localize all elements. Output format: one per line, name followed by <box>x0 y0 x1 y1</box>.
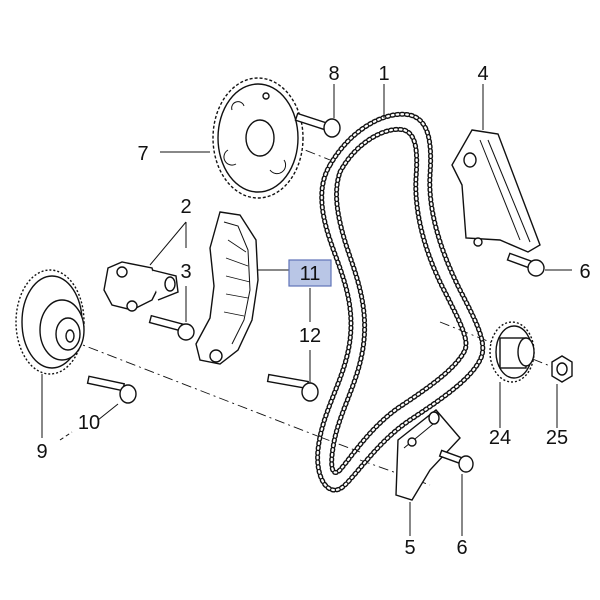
chain-guide-lower <box>395 409 461 501</box>
callout-12: 12 <box>299 325 321 347</box>
bolt-3 <box>148 314 195 341</box>
crankshaft-gear <box>15 269 85 375</box>
callout-11: 11 <box>300 263 321 285</box>
callout-6-lower: 6 <box>456 537 467 559</box>
tensioner-rail <box>195 211 259 365</box>
bolt-12 <box>266 373 319 402</box>
callout-1: 1 <box>378 63 389 85</box>
bolt-6-upper <box>506 252 545 277</box>
callout-3: 3 <box>180 261 191 283</box>
chain-tensioner <box>103 261 179 312</box>
callout-6-upper: 6 <box>579 261 590 283</box>
callout-11-highlight <box>288 259 332 287</box>
bolt-6-lower <box>438 449 474 473</box>
leader-lines <box>41 84 572 536</box>
bolt-8 <box>294 112 341 138</box>
callout-10: 10 <box>78 412 100 434</box>
camshaft-sprocket <box>212 77 304 199</box>
nut-25 <box>551 355 573 383</box>
callout-8: 8 <box>328 63 339 85</box>
timing-chain <box>315 111 486 493</box>
callout-7: 7 <box>137 143 148 165</box>
callout-9: 9 <box>36 441 47 463</box>
callout-25: 25 <box>546 427 568 449</box>
callout-2: 2 <box>180 196 191 218</box>
callout-5: 5 <box>404 537 415 559</box>
callout-24: 24 <box>489 427 511 449</box>
callout-labels: 1 4 8 7 2 3 11 6 12 10 9 24 25 5 6 <box>36 63 590 559</box>
bolt-10 <box>86 375 137 404</box>
callout-4: 4 <box>477 63 488 85</box>
crank-sprocket <box>489 321 535 383</box>
chain-guide-upper <box>451 129 541 253</box>
